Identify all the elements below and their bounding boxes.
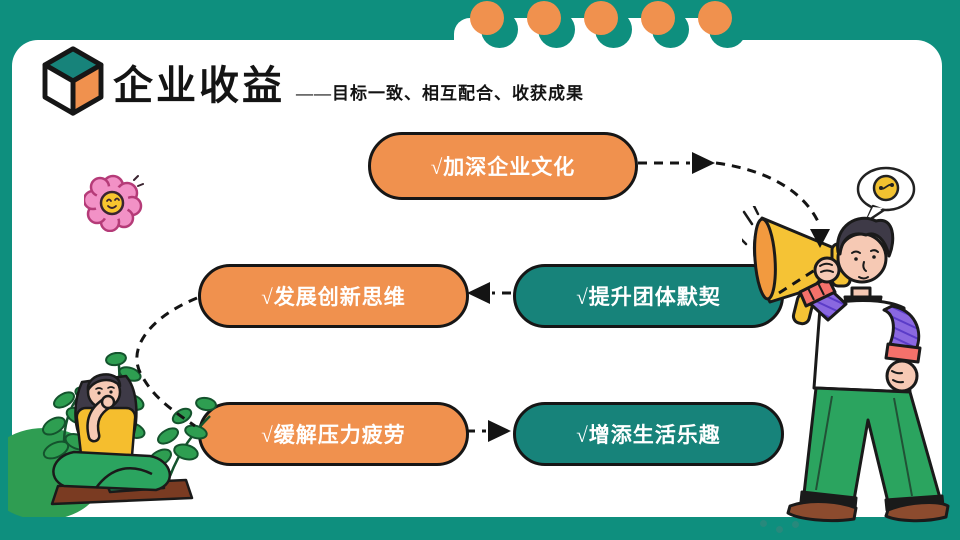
pill-deepen-corporate-culture: √加深企业文化 bbox=[368, 132, 638, 200]
page-title: 企业收益 bbox=[113, 63, 285, 108]
woman-sitting-with-plants bbox=[8, 352, 217, 517]
garland-orange-circle bbox=[584, 1, 618, 35]
garland-orange-circle bbox=[641, 1, 675, 35]
watermark-dots bbox=[760, 520, 767, 527]
garland-orange-circle bbox=[527, 1, 561, 35]
watermark-dots bbox=[792, 521, 799, 528]
pill-develop-innovative-thinking: √发展创新思维 bbox=[198, 264, 469, 328]
cube-icon bbox=[42, 46, 104, 116]
man-with-megaphone bbox=[742, 206, 950, 523]
pill-improve-team-rapport: √提升团体默契 bbox=[513, 264, 784, 328]
pill-label: √缓解压力疲劳 bbox=[261, 423, 406, 447]
pill-relieve-stress-fatigue: √缓解压力疲劳 bbox=[198, 402, 469, 466]
pill-label: √加深企业文化 bbox=[430, 155, 576, 179]
pill-label: √增添生活乐趣 bbox=[576, 423, 721, 447]
page-subtitle: ——目标一致、相互配合、收获成果 bbox=[296, 84, 584, 103]
garland-orange-circle bbox=[470, 1, 504, 35]
garland-orange-circle bbox=[698, 1, 732, 35]
speech-bubble-smiley-icon bbox=[856, 166, 916, 224]
watermark-dots bbox=[776, 526, 783, 533]
pill-label: √提升团体默契 bbox=[576, 285, 721, 309]
pill-add-life-fun: √增添生活乐趣 bbox=[513, 402, 784, 466]
pill-label: √发展创新思维 bbox=[261, 285, 406, 309]
flower-smiley-icon bbox=[84, 174, 144, 232]
